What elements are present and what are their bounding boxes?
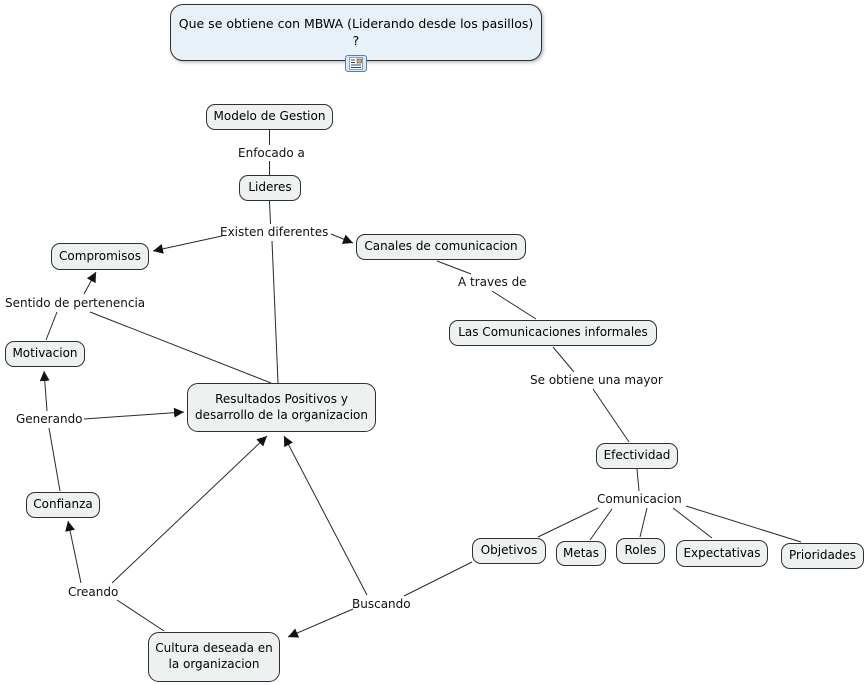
resource-icon[interactable]: [345, 55, 367, 72]
linking-phrase-se-obtiene-una-mayor[interactable]: Se obtiene una mayor: [530, 373, 663, 387]
document-icon: [349, 57, 363, 70]
node-label: Objetivos: [480, 543, 538, 558]
node-label: Resultados Positivos y desarrollo de la …: [195, 391, 368, 422]
linking-phrase-enfocado-a[interactable]: Enfocado a: [238, 146, 305, 160]
linking-phrase-generando[interactable]: Generando: [16, 412, 83, 426]
node-motivacion[interactable]: Motivacion: [5, 341, 85, 367]
node-label: Confianza: [33, 497, 93, 512]
node-label: Metas: [562, 545, 600, 560]
node-label: Roles: [624, 543, 657, 558]
node-focus-question[interactable]: Que se obtiene con MBWA (Liderando desde…: [170, 4, 542, 61]
node-efectividad[interactable]: Efectividad: [596, 443, 678, 469]
node-comunicaciones-informales[interactable]: Las Comunicaciones informales: [449, 320, 657, 346]
node-modelo-de-gestion[interactable]: Modelo de Gestion: [206, 104, 333, 130]
focus-question-label: Que se obtiene con MBWA (Liderando desde…: [178, 16, 534, 48]
node-label: Compromisos: [59, 248, 141, 263]
linking-phrase-comunicacion[interactable]: Comunicacion: [597, 492, 682, 506]
node-label: Canales de comunicacion: [364, 239, 518, 254]
node-label: Motivacion: [12, 346, 78, 361]
linking-phrase-sentido-de-pertenencia[interactable]: Sentido de pertenencia: [5, 296, 146, 310]
node-lideres[interactable]: Lideres: [239, 175, 301, 201]
linking-phrase-buscando[interactable]: Buscando: [352, 597, 411, 611]
linking-phrase-existen-diferentes[interactable]: Existen diferentes: [220, 225, 329, 239]
node-canales-de-comunicacion[interactable]: Canales de comunicacion: [356, 234, 526, 260]
node-confianza[interactable]: Confianza: [26, 492, 100, 518]
node-label: Lideres: [248, 180, 292, 195]
node-metas[interactable]: Metas: [556, 541, 606, 566]
node-label: Prioridades: [788, 548, 857, 563]
node-label: Modelo de Gestion: [213, 109, 326, 124]
node-label: Cultura deseada en la organizacion: [155, 641, 273, 671]
node-objetivos[interactable]: Objetivos: [472, 538, 546, 564]
node-label: Efectividad: [603, 448, 671, 463]
node-expectativas[interactable]: Expectativas: [676, 540, 768, 567]
node-cultura-deseada[interactable]: Cultura deseada en la organizacion: [148, 632, 280, 682]
node-compromisos[interactable]: Compromisos: [51, 243, 149, 270]
linking-phrase-a-traves-de[interactable]: A traves de: [458, 275, 527, 289]
node-label: Las Comunicaciones informales: [458, 325, 648, 340]
node-label: Expectativas: [683, 545, 761, 560]
node-roles[interactable]: Roles: [616, 538, 665, 564]
linking-phrase-creando[interactable]: Creando: [68, 585, 119, 599]
node-prioridades[interactable]: Prioridades: [781, 543, 864, 569]
node-resultados-positivos[interactable]: Resultados Positivos y desarrollo de la …: [187, 383, 376, 432]
